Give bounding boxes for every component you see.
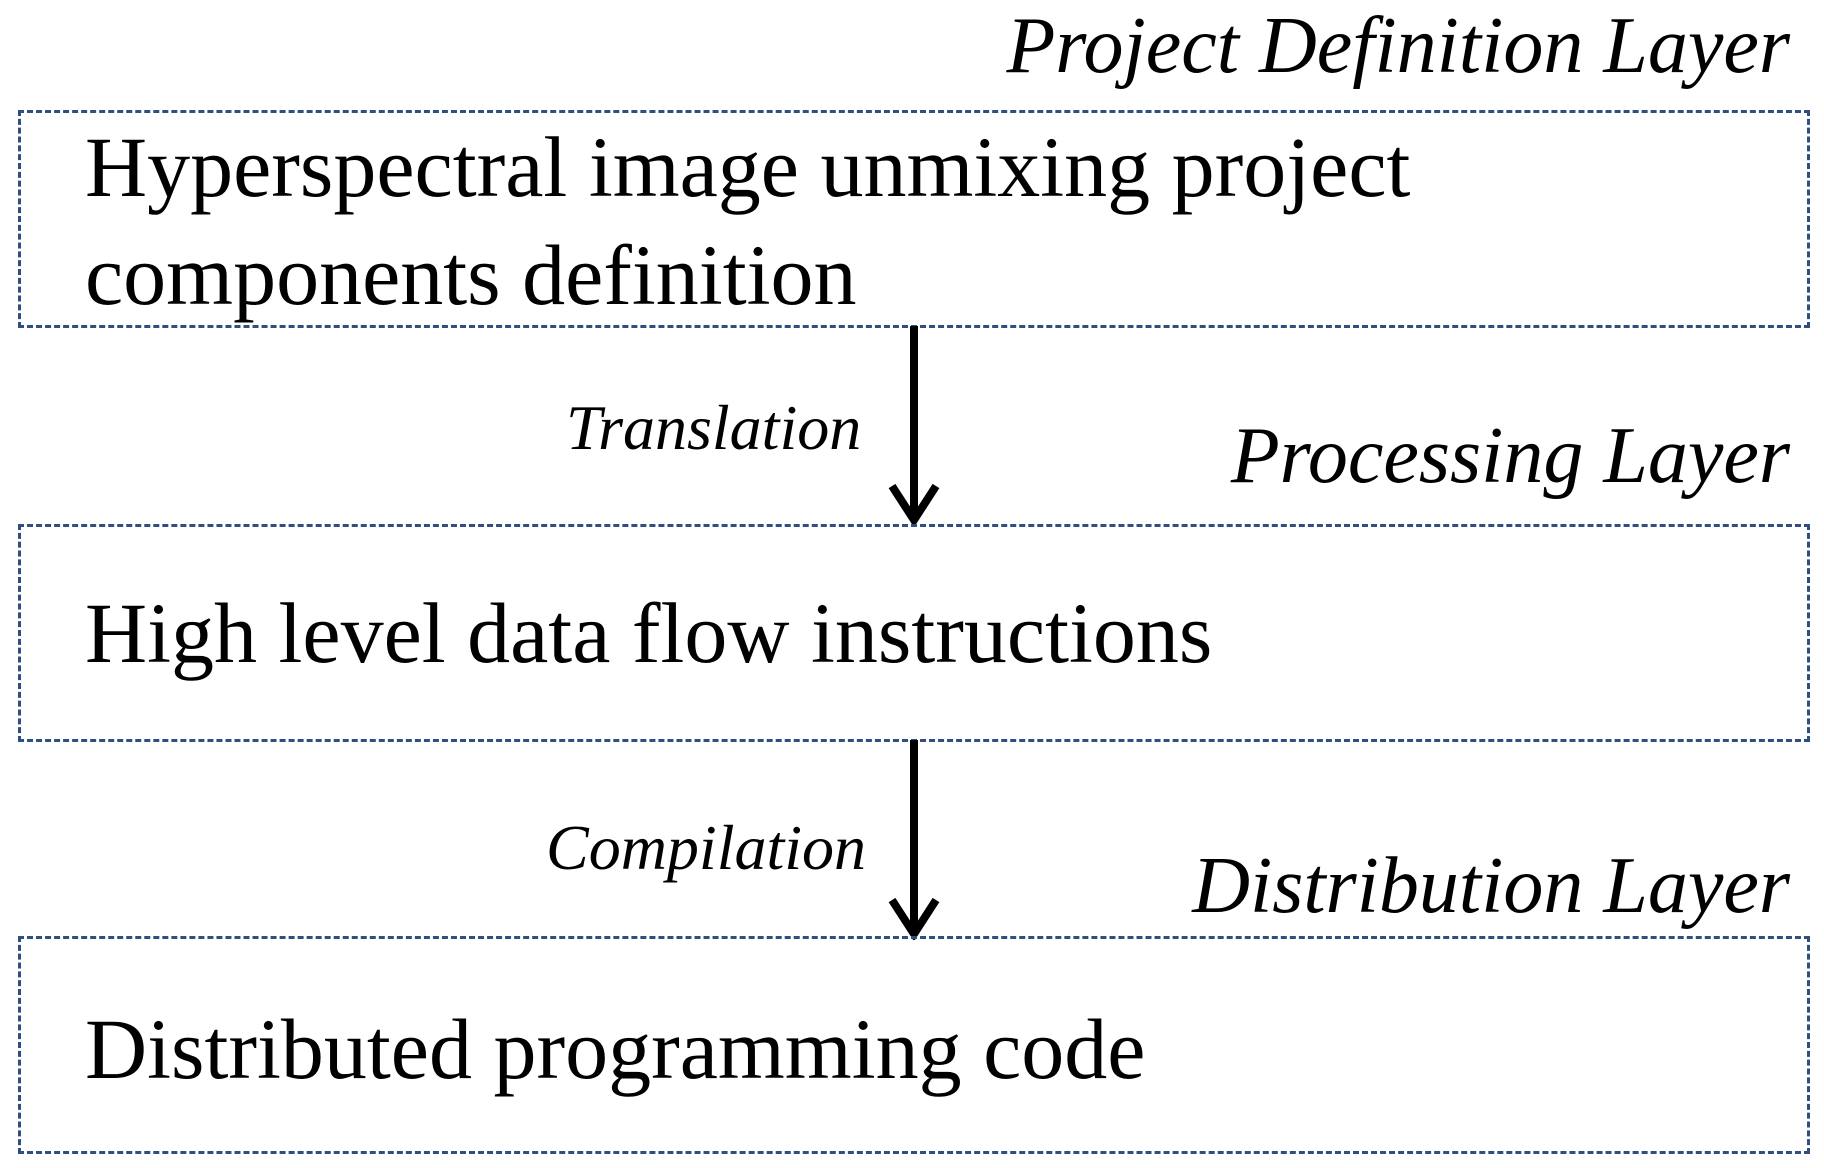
project-definition-content-line-2: components definition xyxy=(85,227,857,323)
distribution-layer-content: Distributed programming code xyxy=(85,1001,1146,1097)
processing-layer-box: High level data flow instructions xyxy=(18,524,1810,742)
project-definition-layer-box: Hyperspectral image unmixing project com… xyxy=(18,110,1810,328)
translation-arrow xyxy=(880,326,940,526)
project-definition-content-line-1: Hyperspectral image unmixing project xyxy=(85,119,1411,215)
distribution-layer-box: Distributed programming code xyxy=(18,936,1810,1154)
distribution-layer-title: Distribution Layer xyxy=(1192,842,1790,930)
project-definition-layer-title: Project Definition Layer xyxy=(1006,2,1790,90)
compilation-arrow xyxy=(880,740,940,940)
translation-label: Translation xyxy=(566,392,862,463)
processing-layer-title: Processing Layer xyxy=(1230,412,1790,500)
compilation-label: Compilation xyxy=(546,812,867,883)
processing-layer-content: High level data flow instructions xyxy=(85,585,1213,681)
